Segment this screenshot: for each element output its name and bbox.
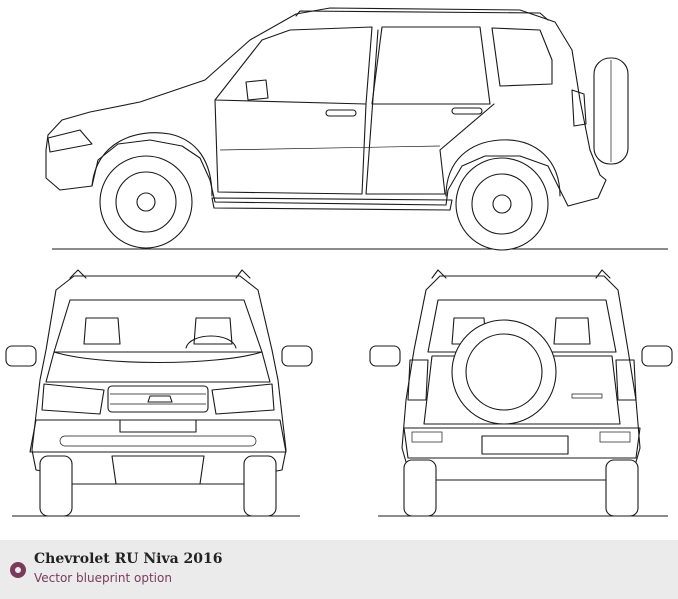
- front-tire-left: [39, 455, 73, 517]
- side-view: [45, 7, 668, 251]
- side-rear-rim: [471, 173, 533, 235]
- side-front-handle: [325, 109, 357, 117]
- front-seat-right: [193, 317, 233, 345]
- front-steering-wheel: [185, 335, 237, 349]
- front-hood: [45, 351, 271, 383]
- side-front-hub: [136, 192, 156, 212]
- caption-title: Chevrolet RU Niva 2016: [34, 551, 223, 567]
- side-front-arch: [91, 132, 213, 197]
- front-body-outline: [31, 275, 287, 485]
- side-front-rim: [115, 171, 177, 233]
- rear-seat-right: [553, 317, 591, 345]
- rear-window: [427, 299, 617, 353]
- rear-reflector-left: [411, 431, 443, 443]
- caption-bar: Chevrolet RU Niva 2016 Vector blueprint …: [0, 540, 678, 599]
- rear-mirror-right: [641, 345, 673, 367]
- front-skid-plate: [111, 455, 205, 485]
- side-rear-window: [371, 26, 491, 105]
- side-tail-light: [571, 89, 587, 127]
- side-body-crease: [219, 145, 441, 151]
- rear-tire-right: [605, 459, 639, 517]
- rear-spare-wheel: [451, 319, 557, 425]
- rear-mirror-left: [369, 345, 401, 367]
- side-mirror: [245, 79, 269, 101]
- side-front-door: [214, 99, 367, 195]
- side-rear-arch: [445, 139, 561, 197]
- rear-bumper: [403, 427, 641, 459]
- rear-badge: [571, 393, 603, 399]
- side-roof-rail: [295, 10, 549, 21]
- front-headlight-right: [211, 383, 275, 415]
- side-headlight: [47, 129, 93, 153]
- side-running-board: [211, 197, 453, 211]
- front-fog-grille: [59, 435, 257, 447]
- front-plate: [119, 419, 197, 433]
- front-mirror-right: [281, 345, 313, 367]
- front-roof-rails: [69, 269, 251, 279]
- rear-tail-light-right: [615, 359, 637, 401]
- side-front-window: [214, 26, 373, 105]
- car-blueprint-drawing: [5, 7, 673, 517]
- front-bumper: [29, 419, 287, 453]
- side-rear-door: [365, 29, 495, 195]
- side-body-outline: [45, 7, 607, 207]
- side-rear-handle: [451, 107, 483, 115]
- side-rear-wheel: [455, 157, 549, 251]
- front-headlight-left: [41, 383, 105, 415]
- rear-view: [369, 269, 673, 517]
- rear-tire-left: [403, 459, 437, 517]
- side-quarter-window: [491, 27, 553, 87]
- front-seat-left: [83, 317, 121, 345]
- rear-tail-light-left: [407, 359, 429, 401]
- side-front-wheel: [99, 155, 193, 249]
- front-grille: [107, 385, 209, 413]
- rear-roof-rails: [431, 269, 611, 279]
- front-tire-right: [243, 455, 277, 517]
- rear-plate: [481, 435, 569, 455]
- front-badge: [147, 395, 173, 403]
- front-mirror-left: [5, 345, 37, 367]
- ring-bullet-icon: [10, 562, 26, 578]
- caption-subtitle: Vector blueprint option: [34, 571, 172, 585]
- rear-reflector-right: [599, 431, 631, 443]
- front-view: [5, 269, 313, 517]
- rear-spare-rim: [465, 333, 543, 411]
- side-rear-hub: [492, 194, 512, 214]
